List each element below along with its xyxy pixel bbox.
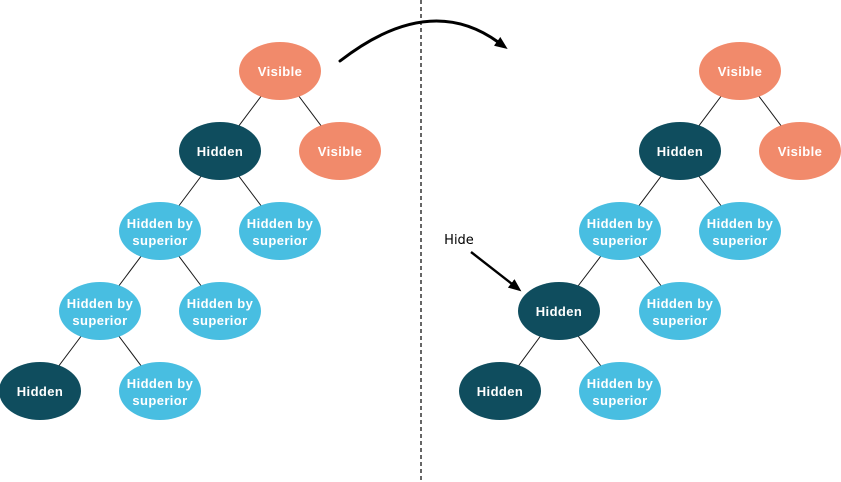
tree-node-ellipse: [699, 42, 781, 100]
tree-node-ellipse: [179, 282, 261, 340]
tree-node-label: Hidden: [197, 144, 243, 159]
tree-node-label: Visible: [258, 64, 302, 79]
tree-node-ellipse: [518, 282, 600, 340]
tree-node-ellipse: [759, 122, 841, 180]
tree-node-hidden: Hidden: [518, 282, 600, 340]
tree-node-hidden: Hidden: [459, 362, 541, 420]
tree-node-hidden: Hidden: [0, 362, 81, 420]
tree-node-ellipse: [639, 282, 721, 340]
tree-node-ellipse: [239, 202, 321, 260]
hide-annotation-label: Hide: [444, 233, 474, 248]
tree-node-label: Hidden: [477, 384, 523, 399]
tree-node-visible: Visible: [699, 42, 781, 100]
tree-node-ellipse: [119, 202, 201, 260]
tree-node-ellipse: [699, 202, 781, 260]
tree-node-ellipse: [639, 122, 721, 180]
tree-node-visible: Visible: [759, 122, 841, 180]
tree-node-ellipse: [579, 362, 661, 420]
tree-node-ellipse: [59, 282, 141, 340]
tree-node-label: Visible: [778, 144, 822, 159]
tree-node-ellipse: [119, 362, 201, 420]
tree-node-ellipse: [579, 202, 661, 260]
tree-node-label: Visible: [318, 144, 362, 159]
tree-node-ellipse: [0, 362, 81, 420]
tree-node-ellipse: [299, 122, 381, 180]
tree-node-label: Hidden: [536, 304, 582, 319]
tree-node-hidden: Hidden: [639, 122, 721, 180]
tree-node-ellipse: [459, 362, 541, 420]
hide-annotation: Hide: [444, 233, 522, 292]
tree-node-label: Hidden: [657, 144, 703, 159]
tree-node-hidden: Hidden: [179, 122, 261, 180]
tree-node-ellipse: [179, 122, 261, 180]
before-after-arrow: [338, 19, 508, 63]
tree-node-label: Visible: [718, 64, 762, 79]
tree-node-label: Hidden: [17, 384, 63, 399]
tree-node-ellipse: [239, 42, 321, 100]
tree-node-visible: Visible: [299, 122, 381, 180]
hide-annotation-arrow: [470, 251, 522, 292]
tree-node-visible: Visible: [239, 42, 321, 100]
